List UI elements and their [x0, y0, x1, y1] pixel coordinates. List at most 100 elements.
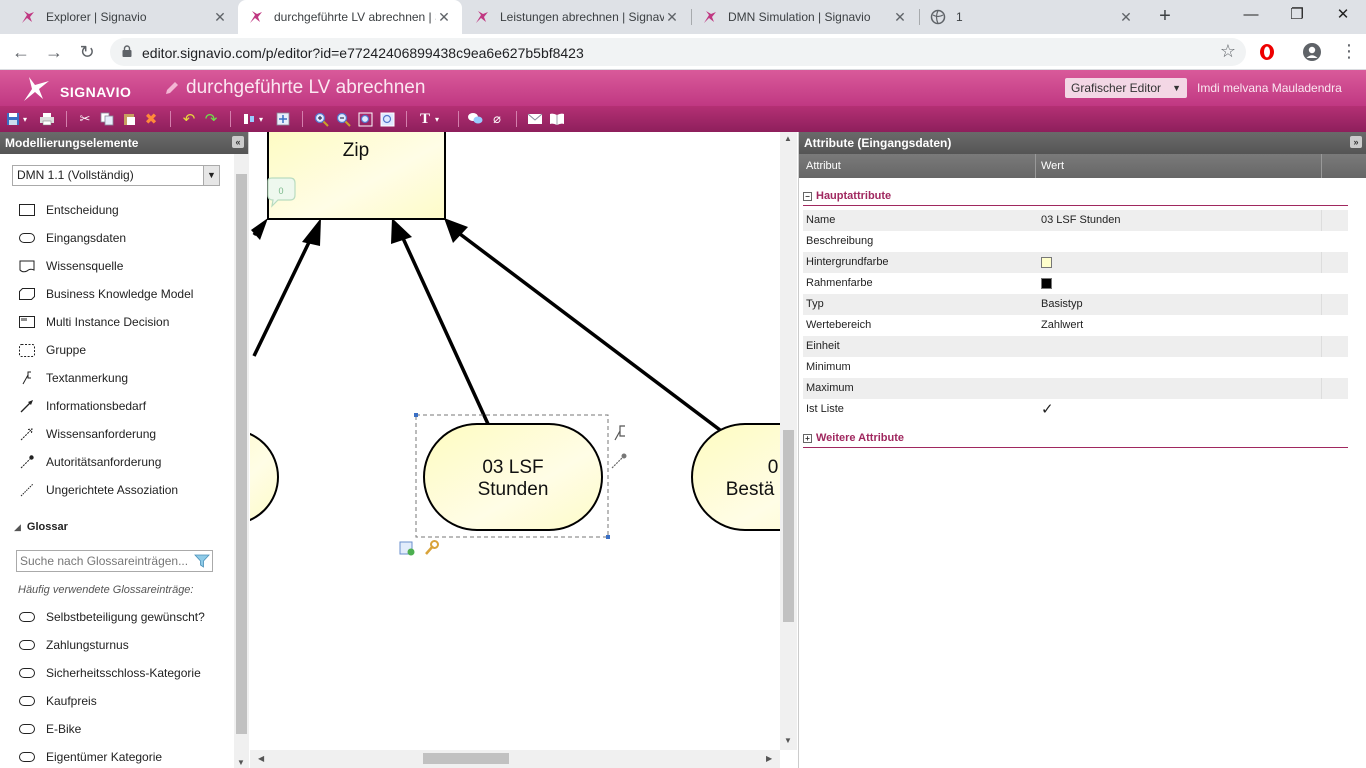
copy-icon[interactable] [98, 110, 116, 128]
input-data-node-left-partial[interactable] [250, 430, 279, 524]
scrollbar-thumb[interactable] [236, 174, 247, 734]
user-name[interactable]: Imdi melvana Mauladendra [1197, 81, 1342, 95]
information-requirement-edge-left-top[interactable] [251, 218, 268, 240]
comment-bubble-icon[interactable]: 0 [267, 177, 296, 208]
attribute-row-minimum[interactable]: Minimum [803, 357, 1348, 378]
glossary-item[interactable]: E-Bike [18, 719, 81, 739]
close-tab-icon[interactable]: ✕ [666, 8, 678, 25]
attribute-row-ist-liste[interactable]: Ist Liste ✓ [803, 399, 1348, 420]
attribute-value[interactable]: 03 LSF Stunden [1041, 214, 1121, 226]
zoom-fit-icon[interactable] [356, 110, 374, 128]
browser-tab-explorer[interactable]: Explorer | Signavio ✕ [10, 0, 238, 34]
left-panel-scrollbar[interactable]: ▼ [234, 154, 249, 768]
align-icon[interactable] [240, 110, 258, 128]
attribute-value[interactable] [1041, 252, 1052, 273]
attribute-row-rahmenfarbe[interactable]: Rahmenfarbe [803, 273, 1348, 294]
canvas-horizontal-scrollbar[interactable]: ◀ ▶ [250, 750, 780, 768]
new-tab-button[interactable]: + [1159, 5, 1171, 27]
close-tab-icon[interactable]: ✕ [214, 8, 226, 25]
comments-icon[interactable] [466, 110, 484, 128]
attribute-row-name[interactable]: Name 03 LSF Stunden [803, 210, 1348, 231]
palette-item-wissensquelle[interactable]: Wissensquelle [18, 256, 123, 276]
browser-tab-leistungen[interactable]: Leistungen abrechnen | Signavio ✕ [464, 0, 690, 34]
attribute-row-hintergrundfarbe[interactable]: Hintergrundfarbe [803, 252, 1348, 273]
editor-mode-select[interactable]: Grafischer Editor ▼ [1065, 78, 1187, 98]
scroll-left-arrow-icon[interactable]: ◀ [258, 754, 265, 763]
profile-avatar-icon[interactable] [1302, 42, 1322, 62]
undo-icon[interactable]: ↶ [182, 111, 196, 128]
zoom-out-icon[interactable] [334, 110, 352, 128]
bookmark-star-icon[interactable]: ☆ [1219, 41, 1236, 61]
attribute-value[interactable]: Basistyp [1041, 298, 1083, 310]
collapse-panel-icon[interactable]: « [232, 136, 244, 148]
attribute-row-einheit[interactable]: Einheit [803, 336, 1348, 357]
attribute-row-typ[interactable]: Typ Basistyp [803, 294, 1348, 315]
add-attachment-icon[interactable] [399, 541, 415, 556]
column-header-wert[interactable]: Wert [1041, 160, 1065, 172]
glossary-item[interactable]: Zahlungsturnus [18, 635, 129, 655]
back-icon[interactable]: ← [12, 42, 30, 62]
maximize-icon[interactable]: ❐ [1290, 6, 1304, 23]
scroll-right-arrow-icon[interactable]: ▶ [766, 754, 773, 763]
palette-item-eingangsdaten[interactable]: Eingangsdaten [18, 228, 126, 248]
attribute-row-maximum[interactable]: Maximum [803, 378, 1348, 399]
attribute-row-beschreibung[interactable]: Beschreibung [803, 231, 1348, 252]
color-swatch[interactable] [1041, 277, 1052, 289]
save-dropdown-icon[interactable]: ▾ [22, 114, 27, 124]
expand-plus-icon[interactable]: + [803, 433, 812, 443]
glossary-item[interactable]: Selbstbeteiligung gewünscht? [18, 607, 205, 627]
authority-requirement-shortcut-icon[interactable] [611, 453, 627, 469]
attribute-value[interactable] [1041, 273, 1052, 294]
redo-icon[interactable]: ↷ [204, 111, 218, 128]
print-icon[interactable] [38, 110, 56, 128]
dmn-version-select[interactable]: DMN 1.1 (Vollständig) ▼ [12, 165, 220, 186]
group-weitere-attribute[interactable]: +Weitere Attribute [803, 428, 1348, 448]
scrollbar-thumb[interactable] [783, 430, 794, 622]
color-swatch[interactable] [1041, 256, 1052, 268]
scrollbar-thumb[interactable] [423, 753, 509, 764]
glossary-item[interactable]: Sicherheitsschloss-Kategorie [18, 663, 201, 683]
browser-tab-1[interactable]: 1 ✕ [920, 0, 1144, 34]
book-icon[interactable] [548, 110, 566, 128]
glossary-search-input[interactable]: Suche nach Glossareinträgen... [16, 550, 213, 572]
group-hauptattribute[interactable]: −Hauptattribute [803, 186, 1348, 206]
document-title[interactable]: durchgeführte LV abrechnen [164, 77, 425, 99]
scroll-down-arrow-icon[interactable]: ▼ [237, 758, 245, 767]
selection-handle[interactable] [414, 413, 418, 417]
information-requirement-edge-left[interactable] [252, 218, 321, 357]
close-tab-icon[interactable]: ✕ [894, 8, 906, 25]
close-tab-icon[interactable]: ✕ [438, 8, 450, 25]
glossar-section-header[interactable]: ◢Glossar [14, 521, 68, 533]
palette-item-multi-instance[interactable]: Multi Instance Decision [18, 312, 169, 332]
save-icon[interactable] [4, 110, 22, 128]
palette-item-entscheidung[interactable]: Entscheidung [18, 200, 119, 220]
information-requirement-edge-right[interactable] [444, 218, 722, 432]
palette-item-gruppe[interactable]: Gruppe [18, 340, 86, 360]
scroll-up-arrow-icon[interactable]: ▲ [784, 134, 792, 143]
dmn-diagram[interactable]: Zip 0 03 LSF Stunden 0 Bestä [250, 132, 780, 750]
collapse-minus-icon[interactable]: − [803, 191, 812, 201]
glossary-item[interactable]: Eigentümer Kategorie [18, 747, 162, 767]
zoom-original-icon[interactable] [378, 110, 396, 128]
filter-funnel-icon[interactable] [194, 553, 210, 569]
attachment-icon[interactable]: ⌀ [493, 111, 501, 126]
align-dropdown-icon[interactable]: ▾ [258, 114, 263, 124]
decision-node-zip[interactable]: Zip [267, 132, 446, 220]
wrench-icon[interactable] [425, 540, 439, 555]
opera-extension-icon[interactable] [1258, 43, 1276, 61]
layout-icon[interactable] [274, 110, 292, 128]
glossary-item[interactable]: Kaufpreis [18, 691, 97, 711]
forward-icon[interactable]: → [45, 42, 63, 62]
palette-item-bkm[interactable]: Business Knowledge Model [18, 284, 193, 304]
palette-item-ungerichtete-assoziation[interactable]: Ungerichtete Assoziation [18, 480, 178, 500]
minimize-icon[interactable]: — [1243, 6, 1259, 23]
canvas-vertical-scrollbar[interactable]: ▲ ▼ [780, 132, 797, 750]
scroll-down-arrow-icon[interactable]: ▼ [784, 736, 792, 745]
cut-icon[interactable]: ✂ [79, 111, 91, 126]
zoom-in-icon[interactable] [312, 110, 330, 128]
text-annotation-shortcut-icon[interactable] [614, 425, 625, 441]
selection-handle[interactable] [606, 535, 610, 539]
mail-icon[interactable] [526, 110, 544, 128]
column-header-attribut[interactable]: Attribut [806, 160, 841, 172]
input-data-node-right-partial[interactable]: 0 Bestä [691, 423, 780, 531]
